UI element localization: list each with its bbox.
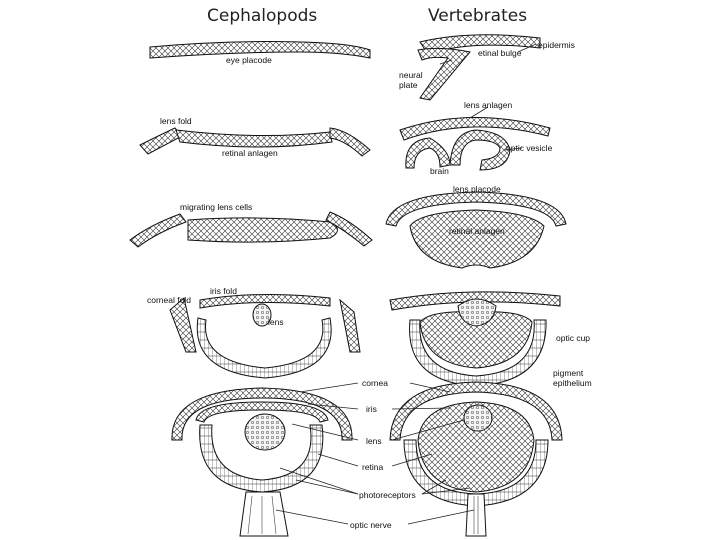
label-photoreceptors: photoreceptors bbox=[359, 490, 416, 500]
vert-stage1-retinal-bulge bbox=[418, 35, 540, 100]
label-optic-cup: optic cup bbox=[556, 333, 590, 343]
label-brain: brain bbox=[430, 166, 449, 176]
vert-stage4-optic-cup bbox=[390, 292, 560, 386]
label-neural-plate-2: plate bbox=[399, 80, 417, 90]
label-lens-anlagen: lens anlagen bbox=[464, 100, 512, 110]
label-pigment-epithelium-2: epithelium bbox=[553, 378, 592, 388]
ceph-stage4-iris-fold bbox=[170, 294, 360, 378]
ceph-stage3-migrating-lens-cells bbox=[130, 212, 372, 247]
label-retina: retina bbox=[362, 462, 383, 472]
label-retinal-bulge: etinal bulge bbox=[478, 48, 521, 58]
label-cornea: cornea bbox=[362, 378, 388, 388]
label-retinal-anlagen-vert: retinal anlagen bbox=[449, 226, 505, 236]
heading-cephalopods: Cephalopods bbox=[207, 6, 317, 26]
ceph-stage5-mature-eye bbox=[172, 388, 352, 536]
label-retinal-anlagen-ceph: retinal anlagen bbox=[222, 148, 278, 158]
label-iris-fold: iris fold bbox=[210, 286, 237, 296]
label-neural-plate-1: neural bbox=[399, 70, 423, 80]
label-iris: iris bbox=[366, 404, 377, 414]
label-pigment-epithelium-1: pigment bbox=[553, 368, 583, 378]
label-epidermis: epidermis bbox=[538, 40, 575, 50]
label-lens-fold: lens fold bbox=[160, 116, 192, 126]
heading-vertebrates: Vertebrates bbox=[428, 6, 527, 26]
label-migrating-lens-cells: migrating lens cells bbox=[180, 202, 252, 212]
label-lens-ceph: lens bbox=[268, 317, 284, 327]
label-lens-placode: lens placode bbox=[453, 184, 501, 194]
label-lens: lens bbox=[366, 436, 382, 446]
label-eye-placode: eye placode bbox=[226, 55, 272, 65]
label-optic-vesicle: optic vesicle bbox=[506, 143, 552, 153]
label-corneal-fold: corneal fold bbox=[147, 295, 191, 305]
label-optic-nerve: optic nerve bbox=[350, 520, 392, 530]
